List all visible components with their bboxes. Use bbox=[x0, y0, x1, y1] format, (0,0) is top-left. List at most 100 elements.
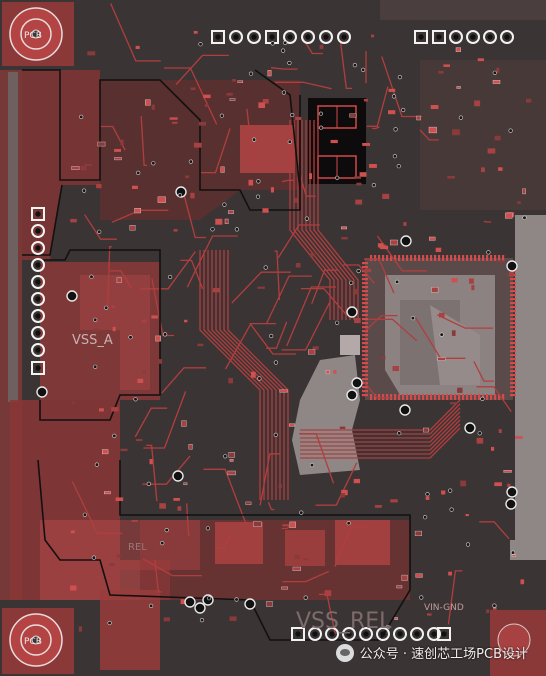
trace bbox=[218, 535, 231, 549]
bga-pad bbox=[430, 394, 433, 400]
smd-component bbox=[452, 129, 460, 136]
header-pin bbox=[500, 30, 514, 44]
watermark: 公众号 · 速创芯工场PCB设计 bbox=[335, 643, 528, 662]
bga-pad bbox=[362, 310, 368, 313]
bus-trace bbox=[223, 250, 285, 500]
smd-component bbox=[278, 484, 282, 488]
via bbox=[351, 377, 363, 389]
trace bbox=[366, 86, 389, 127]
via-small bbox=[79, 114, 84, 119]
header-pin bbox=[449, 30, 463, 44]
bga-pad bbox=[426, 394, 429, 400]
bga-pad bbox=[422, 394, 425, 400]
smd-component bbox=[267, 70, 272, 77]
via-small bbox=[81, 188, 87, 193]
smd-component bbox=[319, 44, 324, 50]
header-pin bbox=[283, 30, 297, 44]
smd-component bbox=[515, 436, 523, 439]
bga-pad bbox=[462, 394, 465, 400]
via-small bbox=[385, 624, 390, 630]
via bbox=[184, 596, 196, 608]
net-label-rel-small: REL bbox=[128, 542, 147, 553]
trace bbox=[246, 108, 261, 166]
bga-pad bbox=[382, 394, 385, 400]
via-small bbox=[91, 555, 96, 560]
via-small bbox=[287, 139, 292, 144]
via-small bbox=[160, 540, 165, 546]
via-small bbox=[392, 154, 398, 159]
via bbox=[172, 470, 184, 482]
smd-component bbox=[354, 317, 361, 324]
via-small bbox=[151, 161, 156, 166]
smd-component bbox=[151, 315, 158, 319]
bga-pad bbox=[466, 255, 469, 261]
mounting-hole-bottom-right bbox=[490, 610, 546, 676]
bga-pad bbox=[426, 255, 429, 261]
header-pin-hole bbox=[436, 34, 442, 40]
smd-component bbox=[253, 521, 262, 527]
smd-component bbox=[303, 558, 308, 561]
trace bbox=[266, 321, 288, 349]
smd-component bbox=[438, 71, 444, 74]
via-small bbox=[335, 175, 340, 180]
trace bbox=[281, 302, 331, 351]
smd-component bbox=[197, 343, 204, 347]
smd-component bbox=[382, 193, 390, 199]
smd-component bbox=[144, 99, 151, 106]
bga-pad bbox=[362, 330, 368, 333]
via-small bbox=[352, 62, 358, 68]
bga-pad bbox=[510, 278, 516, 281]
smd-component bbox=[474, 100, 481, 107]
smd-component bbox=[177, 506, 182, 511]
bga-pad bbox=[510, 342, 516, 345]
header-pin-hole bbox=[35, 313, 41, 319]
smd-component bbox=[438, 312, 445, 318]
header-pin-hole bbox=[441, 631, 447, 637]
smd-component bbox=[494, 135, 501, 141]
header-pin-hole bbox=[346, 631, 352, 637]
smd-component bbox=[349, 113, 357, 118]
smd-component bbox=[496, 67, 500, 73]
smd-component bbox=[486, 609, 490, 614]
mounting-hole-top-left bbox=[2, 2, 74, 66]
smd-component bbox=[71, 401, 76, 405]
via-small bbox=[283, 40, 288, 46]
via-small bbox=[492, 603, 497, 608]
via-small bbox=[263, 265, 268, 270]
trace bbox=[183, 196, 206, 239]
bga-pad bbox=[362, 294, 368, 297]
trace bbox=[364, 258, 395, 294]
smd-component bbox=[469, 278, 474, 284]
trace bbox=[334, 526, 368, 567]
bga-pad bbox=[362, 366, 368, 369]
smd-component bbox=[505, 212, 513, 219]
trace bbox=[419, 129, 439, 141]
header-pin-hole bbox=[487, 34, 493, 40]
bga-pad bbox=[474, 394, 477, 400]
bus-trace bbox=[211, 250, 273, 500]
smd-component bbox=[289, 521, 296, 528]
smd-component bbox=[183, 482, 188, 486]
bga-pad bbox=[398, 255, 401, 261]
bga-pad bbox=[362, 338, 368, 341]
bga-pad bbox=[502, 394, 505, 400]
bga-pad bbox=[510, 390, 516, 393]
smd-component bbox=[451, 330, 456, 336]
smd-component bbox=[198, 121, 207, 126]
smd-component bbox=[520, 579, 525, 585]
smd-component bbox=[266, 601, 273, 607]
trace bbox=[142, 558, 202, 577]
smd-component bbox=[194, 142, 202, 148]
bga-pad bbox=[454, 394, 457, 400]
via-small bbox=[410, 316, 416, 321]
smd-component bbox=[141, 371, 146, 374]
smd-component bbox=[193, 31, 198, 34]
via bbox=[346, 389, 358, 401]
via-small bbox=[210, 227, 215, 232]
smd-component bbox=[416, 115, 421, 121]
smd-component bbox=[184, 319, 188, 323]
via-small bbox=[319, 125, 324, 130]
smd-component bbox=[295, 116, 302, 120]
smd-component bbox=[511, 554, 516, 557]
bus-trace bbox=[300, 427, 461, 459]
